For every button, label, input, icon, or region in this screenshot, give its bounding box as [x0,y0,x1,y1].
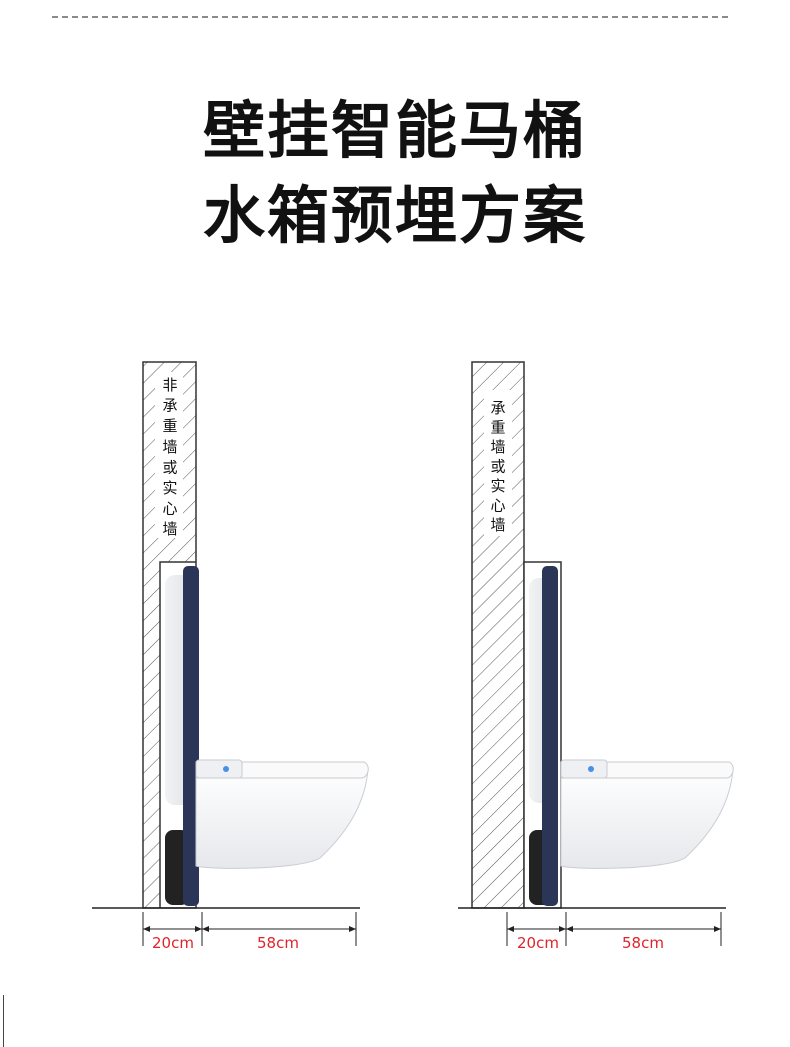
wall-label-char: 承 [162,397,177,415]
dimension-58cm: 58cm [257,934,299,952]
wall-label-char: 或 [490,458,505,476]
page-title-line-1: 壁挂智能马桶 [202,94,587,167]
mounting-frame [183,566,199,906]
wall-label-char: 墙 [490,516,505,534]
wall-label-char: 实 [490,477,505,495]
dimension-20cm: 20cm [517,934,559,952]
dimension-58cm: 58cm [622,934,664,952]
dimension-20cm: 20cm [152,934,194,952]
top-dashed-divider [52,16,728,18]
smart-panel [560,759,608,779]
wall-label-char: 心 [162,500,177,518]
wall-label-strip [484,390,512,536]
toilet-bowl [195,767,369,869]
wall-label-char: 承 [490,399,505,417]
wall-label-char: 心 [490,497,505,515]
indicator-icon [588,766,594,772]
wall-label-strip [155,372,183,538]
indicator-icon [223,766,229,772]
toilet-bowl [560,767,734,869]
wall-label-char: 重 [490,419,505,437]
smart-panel [195,759,243,779]
page-title-line-2: 水箱预埋方案 [202,179,587,252]
wall-label-char: 重 [162,417,177,435]
wall-label-char: 实 [162,479,177,497]
corner-guide-line [3,995,4,1047]
wall-label-char: 墙 [162,438,177,456]
mounting-frame [542,566,558,906]
wall-label-char: 非 [162,376,177,394]
wall-label-char: 或 [162,458,177,476]
wall-label-char: 墙 [490,438,505,456]
wall-label-char: 墙 [162,520,177,538]
